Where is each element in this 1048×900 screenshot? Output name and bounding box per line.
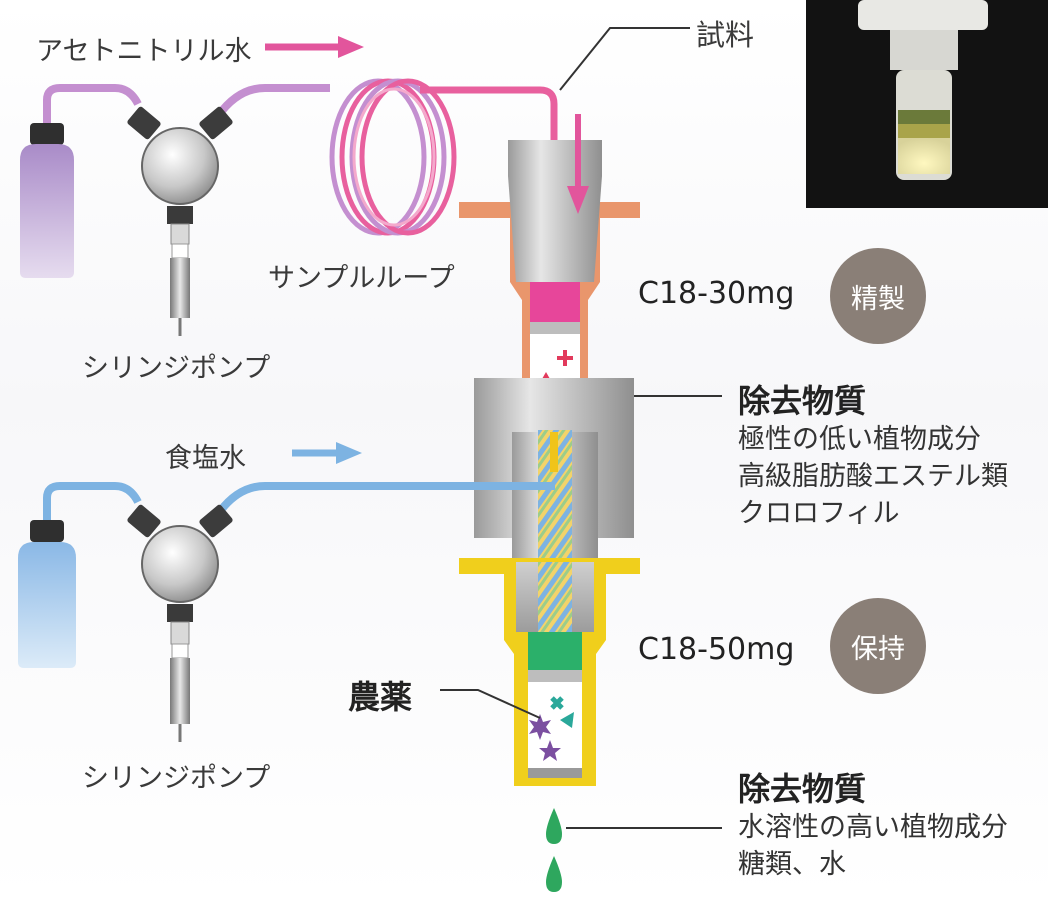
acetonitrile-water-label: アセトニトリル水 [36,36,252,67]
upper-removed-item-2: 高級脂肪酸エステル類 [738,461,1008,492]
cartridge-photo [806,0,1048,208]
sample-loop-coil [329,78,457,236]
lower-removed-item-2: 糖類、水 [738,849,846,880]
top-three-way-valve [127,106,233,336]
saline-water-label: 食塩水 [165,443,246,474]
pesticide-symbols [529,696,574,761]
upper-removed-item-3: クロロフィル [738,498,900,529]
sample-leader-line [559,27,690,91]
pesticide-leader-line [440,689,541,719]
pesticide-label: 農薬 [348,678,413,716]
lower-column-role-badge: 保持 [830,598,926,694]
upper-removed-item-1: 極性の低い植物成分 [738,424,981,455]
lower-removed-item-1: 水溶性の高い植物成分 [738,812,1008,843]
upper-column-sorbent: C18-30mg [638,276,795,311]
acetonitrile-tube-in [43,84,142,126]
lower-column-sorbent: C18-50mg [638,632,795,667]
upper-column-role-badge: 精製 [830,248,926,344]
syringe-pump-bottom-label: シリンジポンプ [82,763,271,794]
bottom-three-way-valve [127,504,233,742]
acetonitrile-tube-out [214,84,330,119]
sample-label: 試料 [696,18,755,52]
sample-flow-arrow [567,114,589,214]
saline-bottle [18,520,76,668]
upper-removed-heading: 除去物質 [738,382,867,420]
sample-tube [420,86,558,270]
acetonitrile-bottle [20,123,74,278]
lower-column [459,558,640,786]
saline-tube-in [43,482,142,525]
acetonitrile-flow-arrow [265,36,364,58]
saline-flow-arrow [292,442,362,464]
eluate-drops [546,808,562,892]
lower-removed-heading: 除去物質 [738,770,867,808]
syringe-pump-top-label: シリンジポンプ [82,353,271,384]
sample-loop-label: サンプルループ [268,263,455,294]
